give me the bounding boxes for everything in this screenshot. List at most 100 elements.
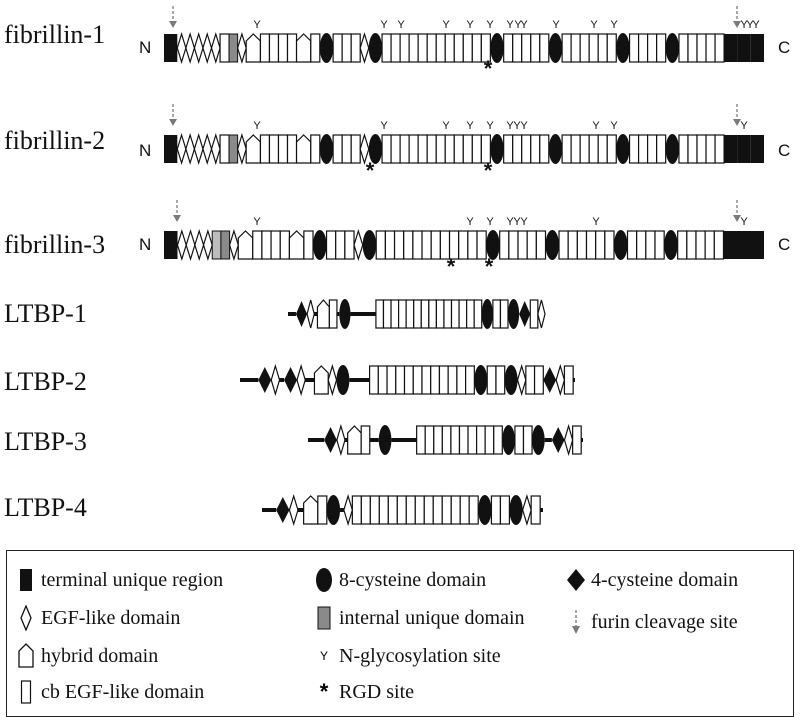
eight-cys-domain [508, 299, 520, 329]
label-fibrillin-1: fibrillin-1 [4, 20, 106, 49]
glycosylation-site: Y [486, 19, 494, 31]
cb-egf-domain [344, 230, 355, 260]
egf-domain [228, 228, 239, 262]
eight-cys-domain [490, 134, 504, 164]
glycosylation-site: Y [253, 120, 261, 132]
egf-domain [353, 228, 364, 262]
cb-egf-domain [381, 33, 392, 63]
cb-egf-domain [570, 33, 581, 63]
cb-egf-domain [570, 134, 581, 164]
cb-egf-domain [628, 134, 640, 164]
legend-furin: furin cleavage site [563, 607, 738, 637]
cb-egf-domain [277, 33, 289, 63]
cb-egf-domain [399, 33, 410, 63]
cb-egf-domain [579, 134, 590, 164]
glycosylation-site: Y [253, 216, 261, 228]
cb-egf-domain [458, 425, 469, 455]
cb-egf-domain [637, 33, 649, 63]
cb-egf-domain [405, 299, 415, 329]
cb-egf-domain [421, 365, 432, 395]
cb-egf-domain [341, 134, 352, 164]
cb-egf-domain [426, 33, 437, 63]
egf-domain [522, 493, 532, 527]
cb-egf-domain [517, 230, 528, 260]
cb-egf-domain [403, 230, 414, 260]
cb-egf-domain [473, 299, 483, 329]
eight-cys-domain [548, 134, 563, 164]
cb-egf-domain [396, 495, 407, 525]
legend-four-cys-label: 4-cysteine domain [591, 568, 739, 591]
egf-domain [327, 363, 338, 397]
cb-egf-domain [386, 365, 397, 395]
cb-egf-domain [375, 230, 386, 260]
legend-cb-egf-label: cb EGF-like domain [41, 680, 205, 703]
terminal-unique-region [737, 34, 751, 62]
hybrid-swatch [13, 641, 39, 671]
cb-egf-domain [539, 33, 550, 63]
egf-domain [193, 132, 204, 166]
terminal-unique-region [736, 231, 751, 259]
glycosylation-site: Y [253, 19, 261, 31]
hybrid-domain [303, 495, 319, 525]
cb-egf-domain [430, 230, 441, 260]
cb-egf-domain [462, 33, 473, 63]
eight-cys-domain [326, 495, 341, 525]
cb-egf-domain [423, 495, 434, 525]
cb-egf-domain [476, 425, 486, 455]
cb-egf-domain [521, 134, 532, 164]
cb-egf-domain [467, 425, 478, 455]
glycosylation-site: Y [486, 216, 494, 228]
cb-egf-domain [530, 495, 541, 525]
glycosylation-site: Y [520, 216, 528, 228]
cb-egf-domain [503, 134, 514, 164]
four-cys-domain [551, 427, 565, 453]
label-ltbp-4: LTBP-4 [4, 493, 87, 522]
cb-egf-domain [444, 134, 455, 164]
egf-domain [185, 228, 196, 262]
eight-cys-domain [336, 365, 350, 395]
glycosylation-site: Y [466, 19, 474, 31]
cb-egf-domain [377, 365, 388, 395]
eight-cys-domain [368, 134, 383, 164]
cb-egf-domain [597, 134, 608, 164]
cb-egf-domain [335, 230, 346, 260]
eight-cys-domain [548, 33, 563, 63]
furin-cleavage-arrowhead [733, 215, 741, 222]
cb-egf-domain [465, 365, 475, 395]
cb-egf-domain [704, 230, 715, 260]
cb-egf-domain [467, 230, 478, 260]
cb-egf-domain [416, 425, 426, 455]
cb-egf-domain [533, 365, 544, 395]
hybrid-domain [245, 33, 262, 63]
cb-egf-domain [572, 425, 582, 455]
cb-egf-domain [428, 299, 437, 329]
cb-egf-domain [382, 299, 392, 329]
cb-egf-domain [539, 134, 550, 164]
cb-egf-domain [375, 299, 385, 329]
cb-egf-domain [450, 299, 460, 329]
cb-egf-domain [412, 230, 423, 260]
n-terminus-fibrillin-1: N [139, 38, 152, 57]
legend-glyco-label: N-glycosylation site [339, 644, 501, 667]
rgd-site: * [366, 158, 375, 183]
eight-cys-domain [665, 134, 679, 164]
terminal-unique-swatch [13, 565, 39, 595]
four-cys-swatch [563, 565, 589, 595]
cb-egf-domain [471, 33, 482, 63]
cb-egf-domain [714, 134, 725, 164]
glycosylation-site: Y [380, 120, 388, 132]
cb-egf-domain [450, 425, 461, 455]
cb-egf-domain [417, 33, 428, 63]
n-terminus-fibrillin-3: N [139, 235, 152, 254]
glycosylation-site: Y [506, 19, 514, 31]
cb-egf-domain [678, 33, 689, 63]
furin-cleavage-arrowhead [733, 21, 741, 28]
egf-domain [210, 31, 221, 65]
cb-egf-domain [459, 495, 470, 525]
cb-egf-domain [656, 33, 667, 63]
legend-eight-cys-label: 8-cysteine domain [339, 568, 487, 591]
cb-egf-domain [628, 33, 640, 63]
eight-cys-domain [665, 33, 679, 63]
legend-four-cys: 4-cysteine domain [563, 565, 738, 595]
cb-egf-domain [310, 134, 321, 164]
